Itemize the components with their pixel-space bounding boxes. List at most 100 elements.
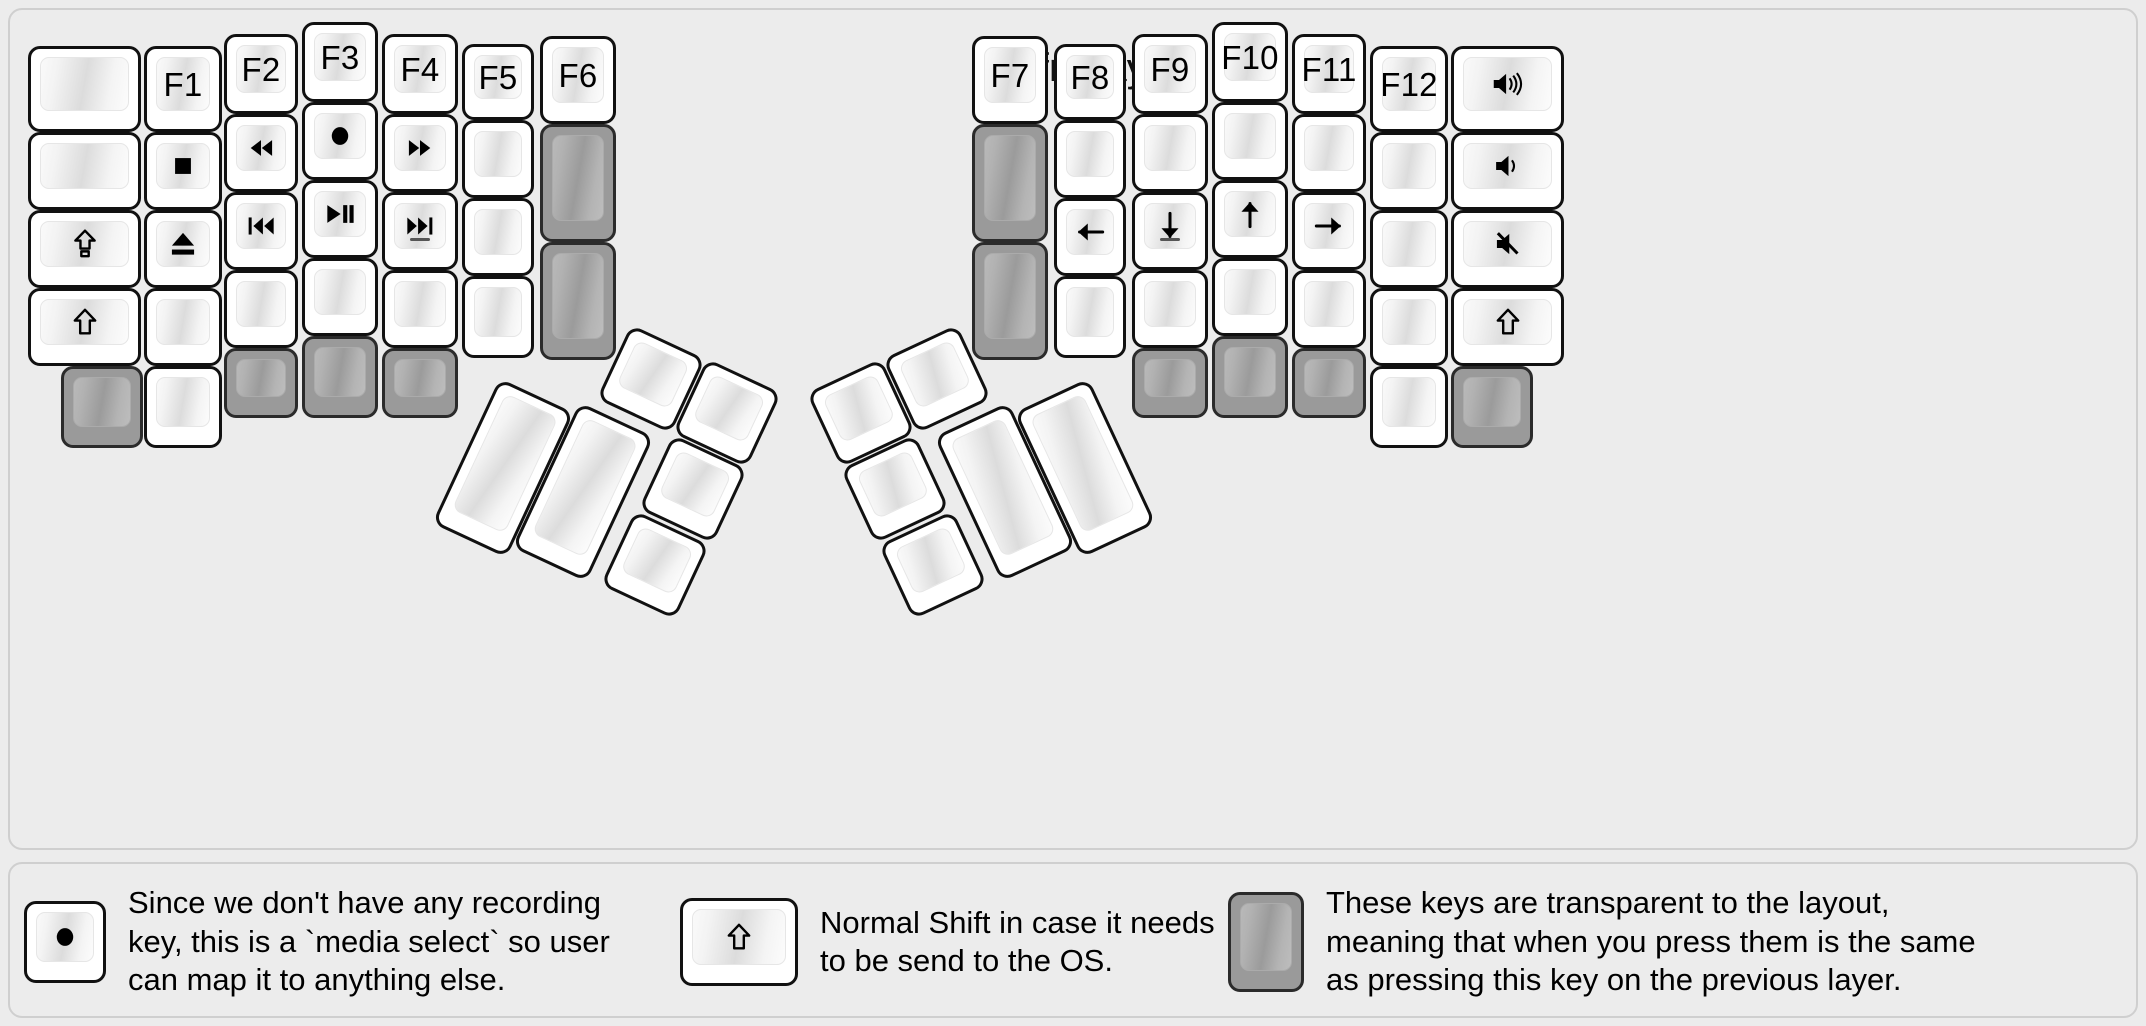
keycap-surface (1144, 125, 1196, 171)
key-r-c1-r2[interactable] (1054, 198, 1126, 276)
key-l-c5-r2[interactable] (462, 198, 534, 276)
play-pause-icon (321, 195, 359, 233)
key-r-c0-r1[interactable] (972, 124, 1048, 242)
key-l-c0-r1[interactable] (28, 132, 141, 210)
key-l-c0-r3[interactable] (28, 288, 141, 366)
key-l-c1-r0[interactable]: F1 (144, 46, 222, 132)
key-l-c2-r4[interactable] (224, 348, 298, 418)
key-r-c5-r1[interactable] (1370, 132, 1448, 210)
key-r-c6-r2[interactable] (1451, 210, 1564, 288)
key-r-c3-r4[interactable] (1212, 336, 1288, 418)
key-l-c4-r2[interactable] (382, 192, 458, 270)
keycap-surface (894, 525, 968, 596)
key-l-c1-r4[interactable] (144, 366, 222, 448)
keycap-surface (1304, 203, 1354, 249)
key-r-c3-r3[interactable] (1212, 258, 1288, 336)
key-r-c0-r0[interactable]: F7 (972, 36, 1048, 124)
keycap-surface (616, 339, 690, 410)
key-r-c2-r4[interactable] (1132, 348, 1208, 418)
key-r-c6-r4[interactable] (1451, 366, 1533, 448)
key-label: F8 (1070, 58, 1110, 96)
keycap-surface (1382, 143, 1436, 189)
keycap-surface (1224, 347, 1276, 397)
key-r-c1-r1[interactable] (1054, 120, 1126, 198)
key-r-c1-r3[interactable] (1054, 276, 1126, 358)
keycap-surface (856, 449, 930, 520)
keycap-surface: F8 (1066, 55, 1114, 99)
key-l-c5-r3[interactable] (462, 276, 534, 358)
key-l-c1-r1[interactable] (144, 132, 222, 210)
key-r-c6-r1[interactable] (1451, 132, 1564, 210)
keycap-surface (1382, 299, 1436, 345)
arrow-down-icon (1151, 207, 1189, 245)
key-l-c0-r2[interactable] (28, 210, 141, 288)
keycap-surface (1066, 287, 1114, 337)
key-l-c4-r4[interactable] (382, 348, 458, 418)
key-r-c4-r2[interactable] (1292, 192, 1366, 270)
key-r-c5-r4[interactable] (1370, 366, 1448, 448)
keycap-surface (474, 287, 522, 337)
key-l-c2-r3[interactable] (224, 270, 298, 348)
key-r-c0-r2[interactable] (972, 242, 1048, 360)
volume-up-icon (1489, 65, 1527, 103)
keycap-surface (314, 191, 366, 237)
legend-key-2 (680, 898, 798, 986)
key-l-c5-r0[interactable]: F5 (462, 44, 534, 120)
key-r-c2-r2[interactable] (1132, 192, 1208, 270)
keycap-surface (1382, 377, 1436, 427)
key-l-c2-r2[interactable] (224, 192, 298, 270)
key-r-c2-r1[interactable] (1132, 114, 1208, 192)
key-l-c2-r0[interactable]: F2 (224, 34, 298, 114)
legend-key-1 (24, 901, 106, 983)
key-r-c4-r4[interactable] (1292, 348, 1366, 418)
key-l-c5-r1[interactable] (462, 120, 534, 198)
key-l-c6-r2[interactable] (540, 242, 616, 360)
legend-panel: Since we don't have any recording key, t… (8, 862, 2138, 1018)
key-r-c3-r0[interactable]: F10 (1212, 22, 1288, 102)
key-r-c2-r3[interactable] (1132, 270, 1208, 348)
key-r-c3-r1[interactable] (1212, 102, 1288, 180)
key-r-c1-r0[interactable]: F8 (1054, 44, 1126, 120)
arrow-left-icon (1071, 213, 1109, 251)
keycap-surface (236, 281, 286, 327)
key-r-c5-r0[interactable]: F12 (1370, 46, 1448, 132)
key-l-c6-r1[interactable] (540, 124, 616, 242)
key-l-c2-r1[interactable] (224, 114, 298, 192)
key-l-c3-r2[interactable] (302, 180, 378, 258)
legend-key-sample-3 (1228, 892, 1304, 992)
key-l-c3-r4[interactable] (302, 336, 378, 418)
keycap-surface: F10 (1221, 33, 1279, 81)
key-l-c0-r4[interactable] (61, 366, 143, 448)
key-l-c0-r0[interactable] (28, 46, 141, 132)
key-r-c4-r1[interactable] (1292, 114, 1366, 192)
key-l-c1-r2[interactable] (144, 210, 222, 288)
keycap-surface (394, 281, 446, 327)
key-r-c5-r3[interactable] (1370, 288, 1448, 366)
key-l-c3-r3[interactable] (302, 258, 378, 336)
key-r-c2-r0[interactable]: F9 (1132, 34, 1208, 114)
keycap-surface (156, 143, 210, 189)
key-label: F3 (320, 38, 360, 76)
key-l-c4-r0[interactable]: F4 (382, 34, 458, 114)
legend-text-2: Normal Shift in case it needs to be send… (820, 904, 1215, 978)
key-l-c6-r0[interactable]: F6 (540, 36, 616, 124)
keycap-surface (1066, 209, 1114, 255)
keycap-surface (1066, 131, 1114, 177)
key-r-c4-r3[interactable] (1292, 270, 1366, 348)
key-l-c4-r3[interactable] (382, 270, 458, 348)
key-l-c1-r3[interactable] (144, 288, 222, 366)
key-label: F2 (241, 50, 281, 88)
keycap-surface (984, 253, 1036, 339)
key-r-c3-r2[interactable] (1212, 180, 1288, 258)
legend-text-3: These keys are transparent to the layout… (1326, 885, 1976, 998)
key-r-c5-r2[interactable] (1370, 210, 1448, 288)
key-l-c4-r1[interactable] (382, 114, 458, 192)
key-r-c6-r3[interactable] (1451, 288, 1564, 366)
key-r-c6-r0[interactable] (1451, 46, 1564, 132)
key-l-c3-r1[interactable] (302, 102, 378, 180)
key-r-c4-r0[interactable]: F11 (1292, 34, 1366, 114)
keycap-surface (1224, 113, 1276, 159)
key-l-c3-r0[interactable]: F3 (302, 22, 378, 102)
keycap-surface (474, 131, 522, 177)
